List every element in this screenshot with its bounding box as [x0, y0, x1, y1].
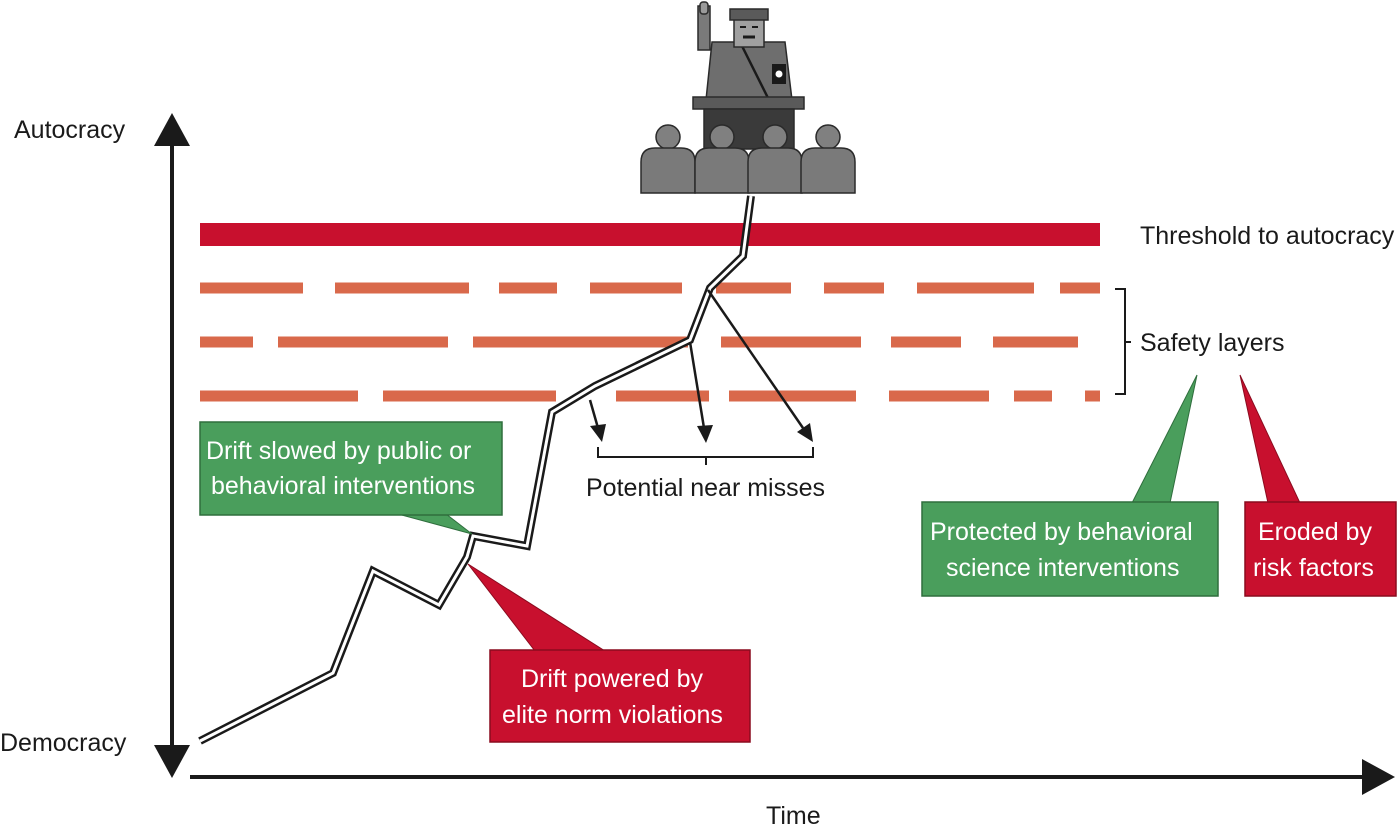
near-miss-arrows	[588, 289, 813, 443]
y-axis-bottom-label: Democracy	[0, 729, 127, 757]
callout-protected-line-2: science interventions	[946, 554, 1179, 582]
near-miss-arrow-1	[588, 399, 600, 429]
safety-layers	[200, 282, 1100, 402]
callout-eroded: Eroded by risk factors	[1239, 374, 1397, 597]
x-axis-label: Time	[766, 802, 821, 829]
near-miss-arrow-2	[688, 341, 706, 429]
near-misses-label: Potential near misses	[586, 474, 825, 502]
callout-drift-powered-line-2: elite norm violations	[502, 701, 723, 729]
callout-drift-powered-pointer	[467, 563, 607, 652]
y-axis-arrow-up	[154, 113, 190, 146]
drift-path	[198, 195, 755, 745]
near-miss-arrowhead-3	[797, 423, 813, 442]
callout-drift-slowed-pointer	[397, 513, 473, 535]
callout-drift-slowed-line-2: behavioral interventions	[211, 472, 475, 500]
safety-layers-bracket	[1115, 288, 1131, 395]
callout-protected-line-1: Protected by behavioral	[930, 518, 1193, 546]
callout-drift-powered: Drift powered by elite norm violations	[467, 563, 751, 743]
callout-drift-powered-line-1: Drift powered by	[521, 665, 704, 693]
y-axis-arrow-down	[154, 745, 190, 778]
near-miss-arrow-3	[706, 289, 805, 429]
threshold-label: Threshold to autocracy	[1140, 222, 1395, 250]
callout-protected-pointer	[1131, 374, 1198, 504]
callout-eroded-line-1: Eroded by	[1258, 518, 1372, 546]
callout-drift-slowed: Drift slowed by public or behavioral int…	[199, 421, 503, 535]
x-axis	[190, 759, 1395, 795]
threshold-line	[200, 223, 1100, 246]
near-miss-arrowhead-1	[590, 424, 606, 442]
callout-protected: Protected by behavioral science interven…	[921, 374, 1219, 597]
y-axis	[154, 113, 190, 778]
x-axis-arrow	[1362, 759, 1395, 795]
near-misses-bracket	[597, 447, 814, 465]
callout-eroded-pointer	[1239, 374, 1301, 504]
safety-layers-label: Safety layers	[1140, 329, 1285, 357]
dictator-at-podium-icon	[640, 1, 856, 194]
near-miss-arrowhead-2	[697, 425, 713, 443]
callout-eroded-line-2: risk factors	[1253, 554, 1374, 582]
y-axis-top-label: Autocracy	[14, 116, 126, 144]
callout-drift-slowed-line-1: Drift slowed by public or	[206, 437, 471, 465]
